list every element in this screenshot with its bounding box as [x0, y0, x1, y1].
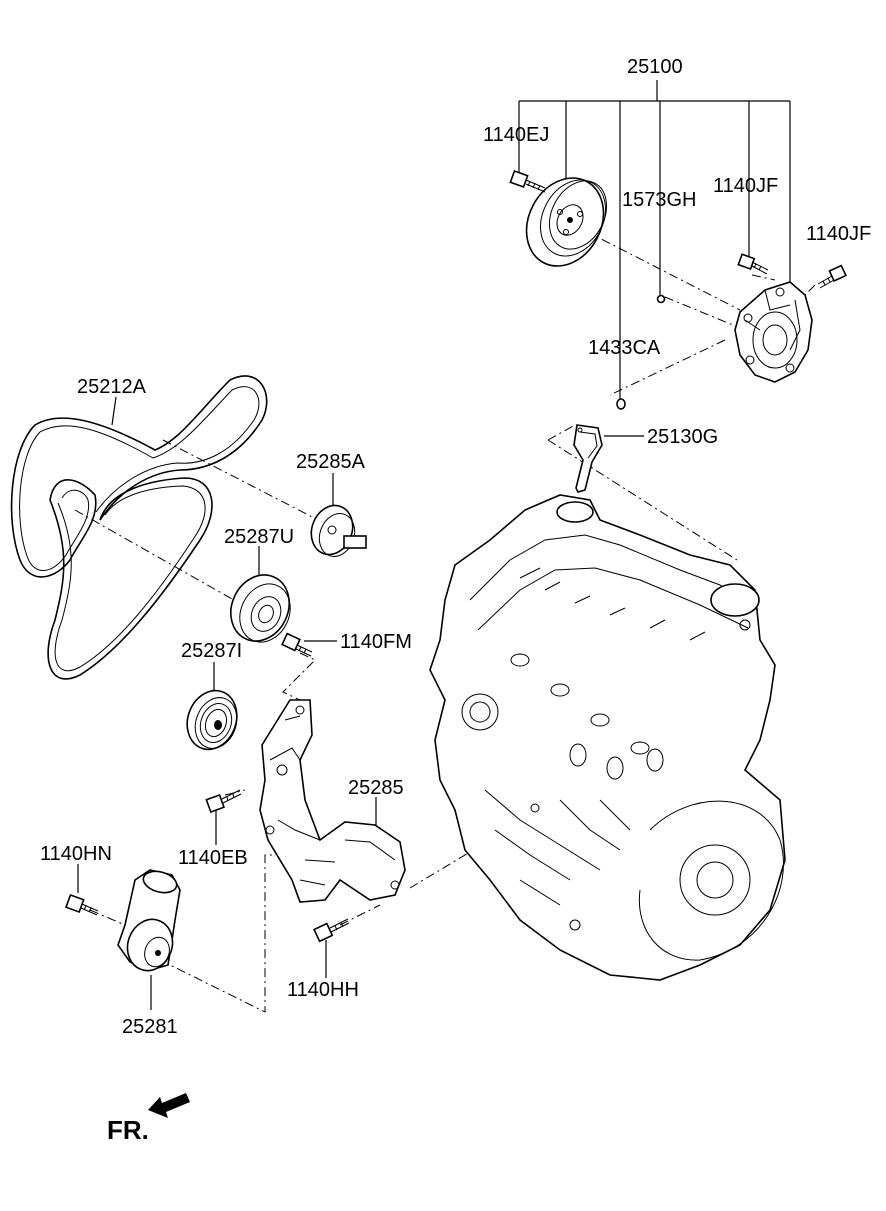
- bolt-1140FM: [281, 632, 313, 657]
- label-25281: 25281: [122, 1016, 178, 1038]
- front-direction-marker: FR.: [107, 1093, 190, 1145]
- gasket-25130G: [573, 424, 603, 493]
- label-25130G: 25130G: [647, 426, 718, 448]
- bolt-1140JF-b: [817, 264, 847, 289]
- bolt-1140HN: [65, 893, 99, 916]
- idler-pulley-25285A: [310, 504, 367, 557]
- part-labels: 25100 1140EJ 1573GH 1140JF 1140JF 1433CA…: [40, 56, 871, 1038]
- auto-tensioner-25281: [117, 869, 181, 972]
- drive-belt: [10, 375, 268, 680]
- bolts: [65, 169, 847, 943]
- plug-1573GH: [656, 294, 666, 304]
- plug-1433CA: [616, 398, 626, 410]
- arrow-icon: [148, 1093, 190, 1118]
- tensioner-bracket-25285: [259, 699, 406, 903]
- label-25100: 25100: [627, 56, 683, 78]
- front-label: FR.: [107, 1115, 149, 1145]
- bolt-1140EB: [205, 789, 242, 813]
- bolt-1140JF-a: [737, 253, 769, 275]
- idler-pulley-25287I: [186, 689, 238, 751]
- engine-block: [429, 494, 786, 981]
- label-25287U: 25287U: [224, 526, 294, 548]
- label-25285A: 25285A: [296, 451, 366, 473]
- water-pump-pulley: [525, 177, 608, 267]
- label-1140EB: 1140EB: [178, 847, 248, 869]
- label-25287I: 25287I: [181, 640, 242, 662]
- label-1573GH: 1573GH: [622, 189, 697, 211]
- label-1140EJ: 1140EJ: [483, 124, 549, 146]
- leader-lines: [77, 80, 791, 1010]
- label-1140JF-a: 1140JF: [713, 175, 778, 197]
- bolt-1140HH: [313, 918, 350, 943]
- label-25212A: 25212A: [77, 376, 147, 398]
- water-pump-housing: [734, 281, 813, 383]
- label-25285: 25285: [348, 777, 404, 799]
- label-1140FM: 1140FM: [340, 631, 412, 653]
- bolt-1140EJ: [509, 169, 546, 193]
- label-1140HH: 1140HH: [287, 979, 359, 1001]
- label-1140JF-b: 1140JF: [806, 223, 871, 245]
- label-1140HN: 1140HN: [40, 843, 112, 865]
- label-1433CA: 1433CA: [588, 337, 661, 359]
- idler-pulley-25287U: [230, 574, 291, 643]
